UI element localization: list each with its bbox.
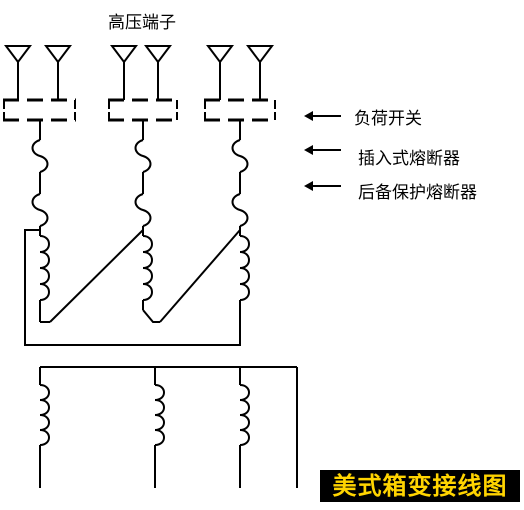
title-banner: 美式箱变接线图 — [320, 470, 520, 502]
hv-terminal-label: 高压端子 — [108, 13, 176, 33]
bushing-terminal — [110, 45, 138, 64]
bushing-terminal — [44, 45, 72, 64]
label-arrows — [304, 111, 341, 191]
fuse-column-2 — [134, 120, 152, 236]
plugin-fuse — [231, 139, 249, 173]
bushing-terminal — [144, 45, 172, 64]
load-switch-3 — [204, 98, 276, 122]
plugin-fuse — [31, 139, 49, 173]
primary-coil-3 — [239, 235, 250, 301]
backup-fuse — [31, 193, 49, 227]
load-switch-1 — [3, 98, 76, 122]
bushing-terminal — [206, 45, 234, 64]
secondary-coil-1 — [39, 384, 50, 446]
primary-coil-2 — [142, 235, 153, 301]
backup-fuse — [134, 193, 152, 227]
terminal-pair-2 — [110, 45, 172, 100]
primary-delta — [24, 229, 250, 346]
primary-coil-1 — [39, 235, 50, 301]
load-switches — [3, 98, 276, 122]
plugin-fuse-label: 插入式熔断器 — [358, 149, 460, 169]
fuse-column-3 — [231, 120, 249, 236]
bushing-terminal — [4, 45, 32, 64]
plugin-fuse — [134, 139, 152, 173]
hv-terminals — [4, 45, 274, 100]
terminal-pair-3 — [206, 45, 274, 100]
bushing-terminal — [246, 45, 274, 64]
load-switch-label: 负荷开关 — [354, 109, 422, 129]
backup-fuse — [231, 193, 249, 227]
secondary-windings — [39, 366, 298, 488]
backup-fuse-label: 后备保护熔断器 — [358, 183, 477, 203]
terminal-pair-1 — [4, 45, 72, 100]
secondary-coil-2 — [154, 384, 165, 446]
load-switch-2 — [108, 98, 178, 122]
secondary-coil-3 — [239, 384, 250, 446]
fuse-column-1 — [31, 120, 49, 236]
